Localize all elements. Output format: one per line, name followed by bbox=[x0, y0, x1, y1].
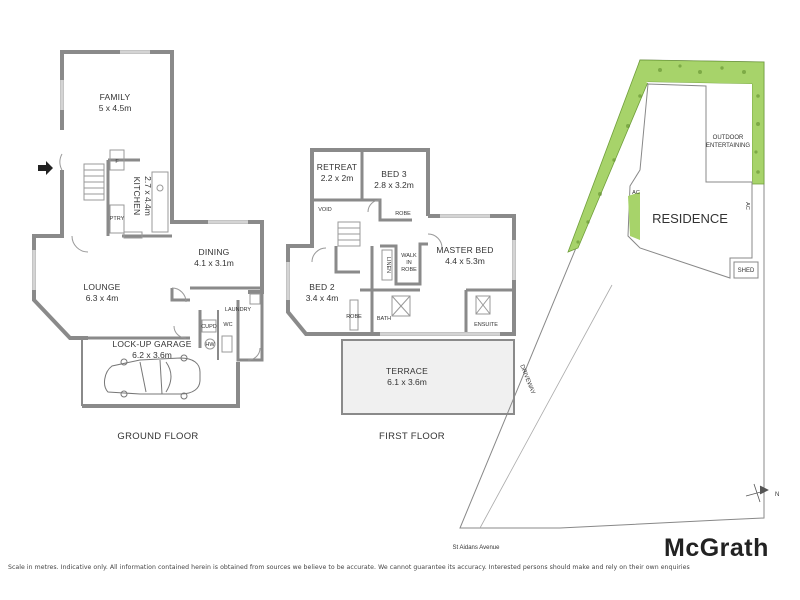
car-icon bbox=[104, 354, 201, 400]
bed2-door-swing bbox=[311, 247, 327, 263]
walk-in-robe-label-1: WALK bbox=[401, 253, 417, 259]
terrace-size: 6.1 x 3.6m bbox=[387, 377, 427, 387]
wc-label: WC bbox=[223, 322, 232, 328]
outdoor-label-2: ENTERTAINING bbox=[706, 143, 750, 149]
robe-top-label: ROBE bbox=[395, 211, 411, 217]
wc-door-swing bbox=[247, 347, 261, 361]
shed-box bbox=[733, 261, 759, 279]
void-lower-wall bbox=[334, 246, 360, 274]
hw-label: HW bbox=[205, 342, 215, 348]
walk-in-robe-label-3: ROBE bbox=[401, 267, 417, 273]
retreat-label: RETREAT bbox=[317, 162, 357, 172]
family-size: 5 x 4.5m bbox=[99, 103, 132, 113]
dining-lower-wall bbox=[170, 288, 190, 302]
lounge-label: LOUNGE bbox=[83, 282, 120, 292]
kitchen-bench bbox=[151, 171, 169, 233]
void-label: VOID bbox=[318, 207, 331, 213]
ensuite-label: ENSUITE bbox=[474, 322, 498, 328]
ac-right-label: AC bbox=[744, 202, 750, 210]
garage-label: LOCK-UP GARAGE bbox=[112, 339, 191, 349]
street-label: St Aidans Avenue bbox=[453, 545, 501, 551]
garage-bottom-wall bbox=[82, 362, 240, 408]
cupd-box bbox=[201, 319, 217, 333]
bed2-label: BED 2 bbox=[309, 282, 335, 292]
bath-label: BATH bbox=[377, 316, 391, 322]
laundry-label: LAUNDRY bbox=[225, 307, 252, 313]
first-floor-title: FIRST FLOOR bbox=[379, 431, 445, 442]
linen-robe-walls bbox=[380, 242, 428, 286]
bed3-label: BED 3 bbox=[381, 169, 407, 179]
disclaimer-text: Scale in metres. Indicative only. All in… bbox=[8, 564, 690, 571]
wc-toilet bbox=[221, 335, 233, 353]
linen-label: LINEN bbox=[385, 257, 391, 273]
dining-size: 4.1 x 3.1m bbox=[194, 258, 234, 268]
residence-label: RESIDENCE bbox=[652, 211, 728, 226]
master-bed-size: 4.4 x 5.3m bbox=[445, 256, 485, 266]
laundry-tub bbox=[249, 293, 261, 305]
pantry-label: PTRY bbox=[110, 216, 125, 222]
outdoor-label-1: OUTDOOR bbox=[713, 135, 744, 141]
fridge-space bbox=[109, 149, 125, 171]
kitchen-size: 2.7 x 4.4m bbox=[143, 176, 153, 216]
driveway-label: DRIVEWAY bbox=[518, 364, 535, 395]
kitchen-sink bbox=[156, 184, 164, 192]
ground-floor-title: GROUND FLOOR bbox=[117, 431, 198, 442]
garden-dots bbox=[576, 64, 760, 244]
void-top-wall bbox=[312, 198, 412, 222]
ground-floor-plan bbox=[32, 50, 264, 408]
walk-in-robe-label-2: IN bbox=[406, 260, 412, 266]
lounge-size: 6.3 x 4m bbox=[86, 293, 119, 303]
master-door-swing bbox=[427, 233, 443, 249]
shower bbox=[391, 295, 411, 317]
pantry bbox=[109, 204, 125, 234]
ac-left-label: AC bbox=[632, 190, 640, 196]
garage-door-swing bbox=[173, 325, 187, 339]
robe-bed2-label: ROBE bbox=[346, 314, 362, 320]
cupd-label: CUPD bbox=[201, 324, 217, 330]
dining-walls bbox=[170, 160, 264, 294]
side-garden bbox=[628, 192, 640, 240]
bed2-size: 3.4 x 4m bbox=[306, 293, 339, 303]
garage-size: 6.2 x 3.6m bbox=[132, 350, 172, 360]
site-plan bbox=[459, 59, 765, 529]
kitchen-cupboard bbox=[123, 231, 143, 239]
driveway-edge bbox=[479, 284, 613, 529]
upper-north-walls bbox=[310, 148, 430, 216]
fridge-label: F bbox=[115, 159, 119, 165]
bed3-door-swing bbox=[367, 199, 381, 213]
north-label: N bbox=[775, 492, 779, 498]
terrace-label: TERRACE bbox=[386, 366, 428, 376]
brand-name: McGrath bbox=[664, 534, 769, 562]
bed3-size: 2.8 x 3.2m bbox=[374, 180, 414, 190]
dining-label: DINING bbox=[199, 247, 230, 257]
front-door-swing bbox=[59, 153, 63, 171]
terrace-area bbox=[341, 339, 515, 415]
first-floor-fixtures bbox=[286, 199, 516, 336]
linen-cupboard bbox=[381, 249, 393, 281]
dining-door-swing bbox=[171, 287, 187, 303]
entry-arrow-icon bbox=[38, 161, 53, 175]
family-label: FAMILY bbox=[100, 92, 131, 102]
hot-water-unit bbox=[204, 338, 216, 350]
master-bed-label: MASTER BED bbox=[436, 245, 493, 255]
bed2-robe bbox=[349, 299, 359, 331]
ground-floor-fixtures bbox=[32, 50, 261, 361]
shed-label: SHED bbox=[738, 268, 755, 274]
retreat-size: 2.2 x 2m bbox=[321, 173, 354, 183]
lounge-west-walls bbox=[32, 170, 88, 340]
ensuite-shower bbox=[475, 295, 491, 315]
residence-outline bbox=[627, 83, 753, 279]
kitchen-label: KITCHEN bbox=[132, 177, 142, 216]
lounge-door-swing bbox=[71, 235, 89, 253]
mcgrath-logo: McGrath bbox=[664, 534, 769, 563]
north-arrow-icon bbox=[745, 483, 769, 503]
